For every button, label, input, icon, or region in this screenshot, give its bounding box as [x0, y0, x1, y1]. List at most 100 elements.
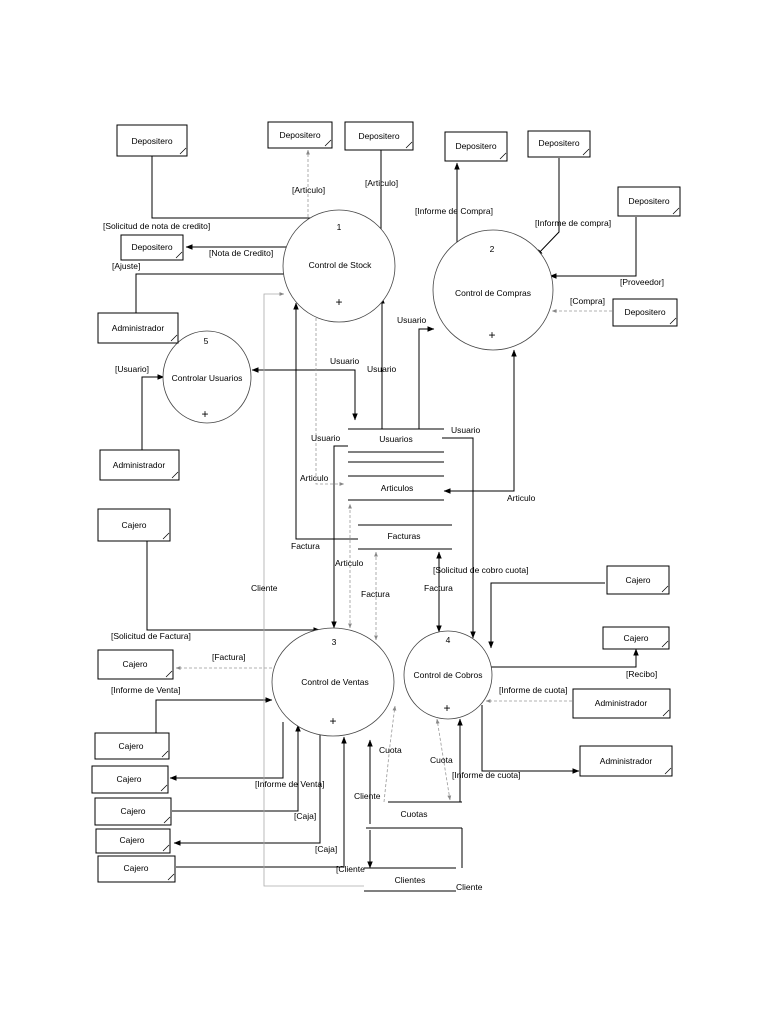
datastore-cuotas[interactable]: Cuotas [366, 809, 463, 868]
flow-line-informe-compra-2 [535, 158, 560, 257]
process-controlar-usuarios[interactable]: 5 Controlar Usuarios + [162, 330, 252, 424]
flow-line-solicitud-factura [146, 541, 321, 633]
entity-label: Depositero [624, 307, 665, 317]
process-control-de-ventas[interactable]: 3 Control de Ventas + [271, 627, 395, 737]
entity-administrador[interactable]: Administrador [579, 745, 673, 777]
processes: 1 Control de Stock + 2 Control de Compra… [162, 209, 554, 737]
flow-label: Usuario [330, 356, 360, 366]
entity-label: Cajero [623, 633, 648, 643]
expand-marker: + [443, 701, 450, 715]
entity-label: Cajero [119, 835, 144, 845]
entity-depositero[interactable]: Depositero [267, 121, 333, 149]
entity-label: Cajero [625, 575, 650, 585]
flow-label: [Articulo] [365, 178, 398, 188]
flow-line-usuario-bracket [141, 374, 165, 450]
datastore-label: Cuotas [401, 809, 428, 819]
flow-label: Cliente [354, 791, 381, 801]
entity-depositero[interactable]: Depositero [617, 186, 681, 217]
entity-label: Cajero [116, 774, 141, 784]
entity-depositero[interactable]: Depositero [612, 298, 678, 327]
entity-cajero[interactable]: Cajero [95, 828, 171, 854]
flow-label: Cuota [379, 745, 402, 755]
entity-depositero[interactable]: Depositero [344, 121, 414, 151]
flow-label: [Informe de cuota] [452, 770, 521, 780]
process-name: Control de Compras [455, 288, 531, 298]
entity-depositero[interactable]: Depositero [116, 124, 188, 157]
datastore-articulos[interactable]: Articulos [348, 475, 444, 501]
flow-label: [Factura] [212, 652, 246, 662]
entity-depositero[interactable]: Depositero [527, 130, 591, 158]
process-control-de-stock[interactable]: 1 Control de Stock + [282, 209, 396, 323]
process-number: 2 [490, 244, 495, 254]
process-name: Control de Ventas [301, 677, 369, 687]
flow-label: Cuota [430, 755, 453, 765]
entity-label: Depositero [538, 138, 579, 148]
process-control-de-compras[interactable]: 2 Control de Compras + [432, 229, 554, 351]
entity-cajero[interactable]: Cajero [606, 565, 670, 595]
flow-line-proveedor [549, 217, 637, 279]
flow-label: [Cliente [336, 864, 365, 874]
flow-label: Factura [424, 583, 453, 593]
entity-cajero[interactable]: Cajero [94, 797, 172, 826]
entity-label: Depositero [131, 136, 172, 146]
flow-label: [Solicitud de cobro cuota] [433, 565, 528, 575]
process-name: Control de Cobros [414, 670, 483, 680]
datastore-usuarios[interactable]: Usuarios [348, 428, 444, 453]
flow-label: [Proveedor] [620, 277, 664, 287]
flow-labels: [Articulo] [Articulo] [Solicitud de nota… [103, 178, 664, 892]
flow-label: [Nota de Credito] [209, 248, 273, 258]
flow-label: Factura [361, 589, 390, 599]
flow-line-usuario-compras [418, 326, 435, 429]
entity-depositero[interactable]: Depositero [120, 234, 184, 261]
flow-line-factura-stock [293, 302, 358, 540]
entity-cajero[interactable]: Cajero [94, 732, 170, 760]
entity-administrador[interactable]: Administrador [99, 449, 180, 481]
process-number: 1 [337, 222, 342, 232]
entity-label: Cajero [118, 741, 143, 751]
datastore-label: Clientes [395, 875, 426, 885]
flow-label: Usuario [367, 364, 397, 374]
process-control-de-cobros[interactable]: 4 Control de Cobros + [403, 630, 493, 720]
datastore-label: Facturas [387, 531, 420, 541]
entity-depositero[interactable]: Depositero [444, 131, 508, 162]
flow-line-usuario-right [442, 437, 476, 639]
datastore-label: Articulos [381, 483, 414, 493]
entity-administrador[interactable]: Administrador [97, 312, 179, 344]
entity-corner-ticks [160, 139, 680, 881]
entity-label: Administrador [112, 323, 165, 333]
flow-line-articulo-compras [443, 349, 517, 494]
entity-administrador[interactable]: Administrador [572, 688, 671, 719]
entity-cajero[interactable]: Cajero [97, 855, 176, 883]
flow-line-usuario-5 [251, 367, 358, 421]
flow-label: Articulo [300, 473, 329, 483]
process-number: 5 [204, 336, 209, 346]
flow-line-recibo [488, 648, 639, 668]
flow-label: Cliente [456, 882, 483, 892]
expand-marker: + [201, 407, 208, 421]
entity-cajero[interactable]: Cajero [602, 626, 670, 650]
flow-line-caja-2 [173, 732, 321, 846]
flow-label: [Compra] [570, 296, 605, 306]
flow-label: [Caja] [315, 844, 337, 854]
entity-cajero[interactable]: Cajero [91, 765, 169, 794]
expand-marker: + [335, 295, 342, 309]
flow-line-usuario-left [331, 445, 348, 629]
external-entities: Depositero Depositero Depositero Deposit… [91, 121, 681, 883]
datastore-facturas[interactable]: Facturas [358, 524, 452, 550]
flow-label: [Caja] [294, 811, 316, 821]
entity-label: Depositero [358, 131, 399, 141]
flow-line-cliente-ventas [383, 705, 397, 803]
datastore-clientes[interactable]: Clientes [364, 867, 456, 892]
flow-label: Factura [291, 541, 320, 551]
entity-cajero[interactable]: Cajero [97, 508, 171, 542]
expand-marker: + [329, 714, 336, 728]
entity-label: Administrador [113, 460, 166, 470]
flow-line-cliente-left [263, 292, 364, 887]
flow-label: Usuario [397, 315, 427, 325]
datastores: Usuarios Articulos Facturas Cuotas Clien… [348, 428, 463, 892]
entity-cajero[interactable]: Cajero [97, 649, 174, 680]
flow-label: Articulo [335, 558, 364, 568]
flow-label: [Informe de compra] [535, 218, 611, 228]
flow-line-caja-1 [172, 724, 301, 812]
